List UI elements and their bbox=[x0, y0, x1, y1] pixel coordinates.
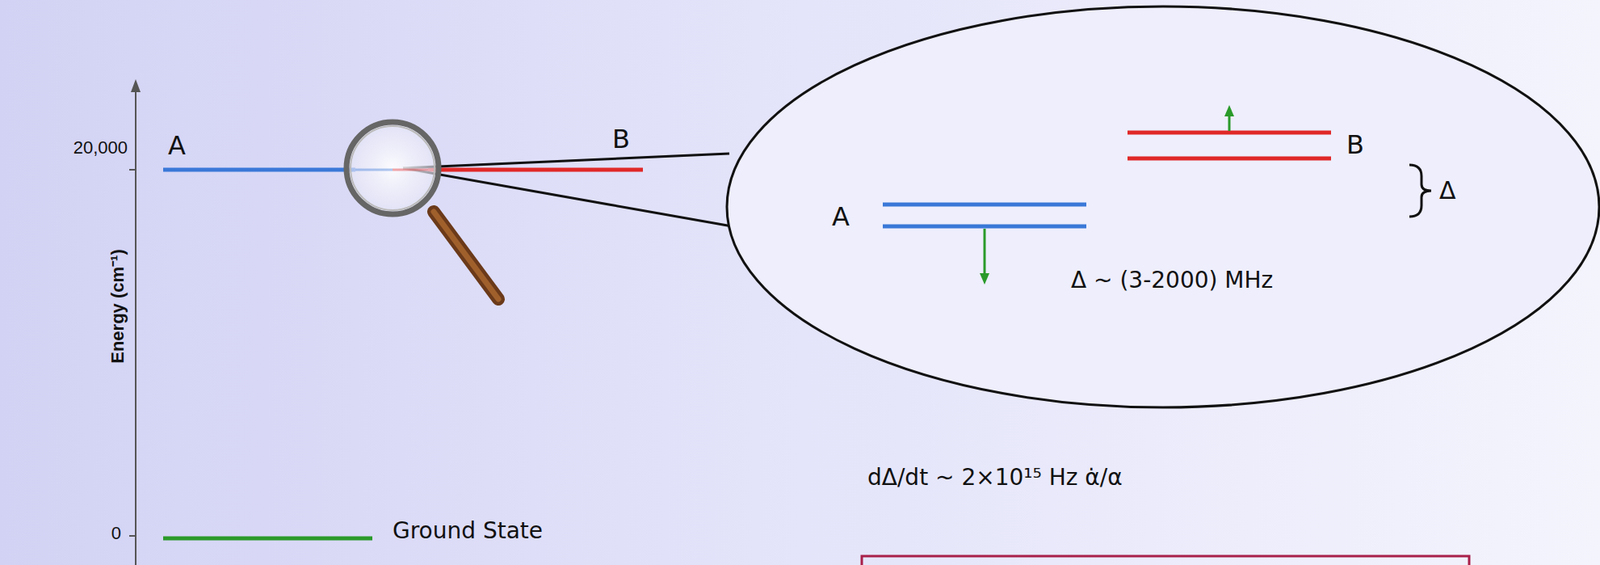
callout-wedge bbox=[403, 153, 730, 168]
glass-handle-shine bbox=[433, 211, 499, 299]
level-label: B bbox=[612, 125, 630, 152]
glass-handle bbox=[433, 211, 499, 299]
axis-tick bbox=[129, 534, 136, 537]
axis-title: Energy (cm⁻¹) bbox=[109, 248, 127, 363]
axis-tick bbox=[129, 168, 136, 171]
shift-down-arrowhead bbox=[979, 272, 990, 285]
level-label: Ground State bbox=[392, 519, 543, 542]
delta-brace bbox=[1409, 164, 1432, 217]
level-a-line bbox=[163, 167, 356, 173]
splitting-range: Δ ~ (3-2000) MHz bbox=[1070, 268, 1273, 292]
axis-tick-label: 0 bbox=[111, 524, 122, 542]
energy-axis bbox=[134, 88, 137, 565]
level-b-fade bbox=[392, 168, 429, 172]
level-a-upper bbox=[882, 202, 1087, 207]
sensitivity-formula: dΔ/dt ~ 2×10¹⁵ Hz α̇/α bbox=[867, 466, 1123, 489]
ground-state-line bbox=[163, 536, 373, 541]
level-label: B bbox=[1346, 131, 1365, 158]
level-b-upper bbox=[1127, 130, 1332, 135]
axis-arrowhead bbox=[130, 79, 141, 93]
callout-ellipse bbox=[726, 6, 1600, 408]
magnifying-glass-rim bbox=[350, 125, 435, 210]
shift-down-arrow bbox=[983, 228, 987, 275]
shift-up-arrow bbox=[1228, 114, 1231, 131]
level-a-fade bbox=[355, 168, 393, 172]
shift-up-arrowhead bbox=[1224, 104, 1235, 117]
level-b-lower bbox=[1127, 156, 1332, 161]
result-box bbox=[861, 555, 1470, 565]
callout-wedge bbox=[403, 167, 751, 230]
level-a-lower bbox=[882, 224, 1087, 229]
splitting-symbol: Δ bbox=[1439, 178, 1457, 203]
level-label: A bbox=[167, 132, 186, 159]
level-label: A bbox=[831, 203, 850, 230]
level-b-line bbox=[428, 167, 643, 173]
magnifying-glass bbox=[346, 121, 439, 215]
axis-tick-label: 20,000 bbox=[73, 138, 128, 157]
